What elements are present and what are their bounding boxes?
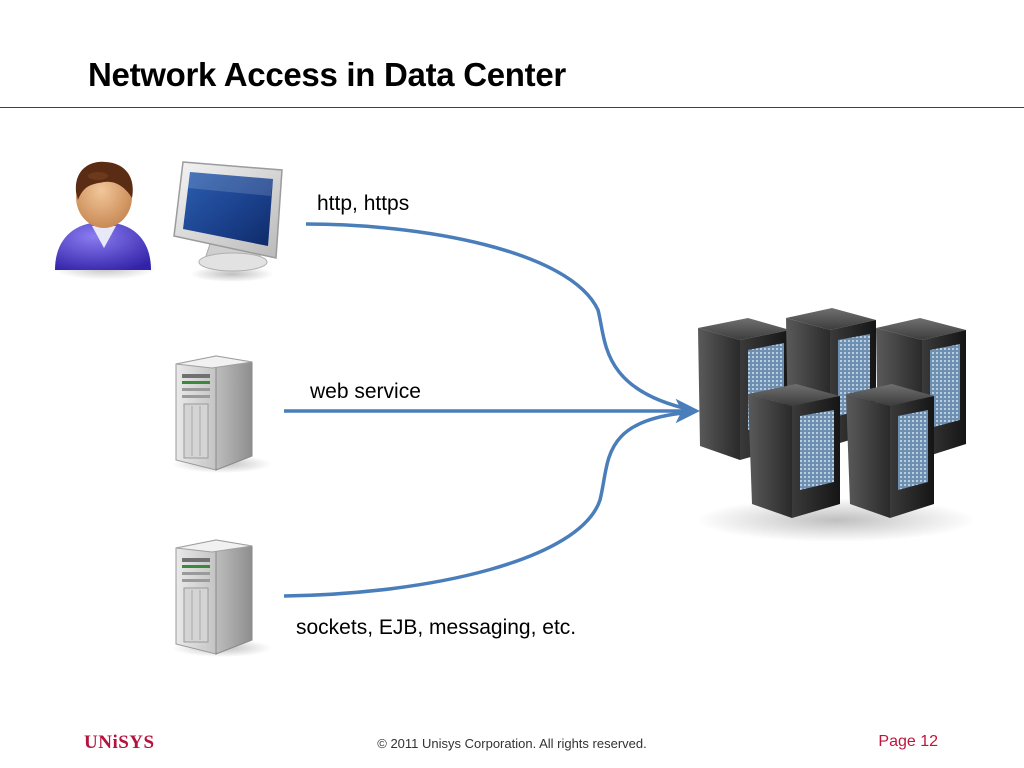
label-sockets: sockets, EJB, messaging, etc. bbox=[296, 616, 577, 639]
slide-title: Network Access in Data Center bbox=[88, 56, 566, 93]
arrow-sockets bbox=[283, 410, 693, 598]
page-number: Page 12 bbox=[878, 733, 938, 750]
copyright-text: © 2011 Unisys Corporation. All rights re… bbox=[377, 736, 647, 751]
arrow-http bbox=[305, 222, 693, 412]
label-web-service: web service bbox=[310, 380, 421, 403]
monitor-icon bbox=[173, 161, 283, 282]
label-http: http, https bbox=[317, 192, 410, 215]
title-divider bbox=[0, 107, 1024, 108]
unisys-logo: UNiSYS bbox=[84, 732, 155, 753]
user-icon bbox=[53, 161, 157, 280]
datacenter-server-front-left bbox=[748, 384, 840, 518]
datacenter-server-front-right bbox=[846, 384, 934, 518]
server-icon-2 bbox=[172, 539, 272, 657]
server-icon-1 bbox=[172, 355, 272, 473]
data-center-servers-icon bbox=[696, 308, 976, 542]
